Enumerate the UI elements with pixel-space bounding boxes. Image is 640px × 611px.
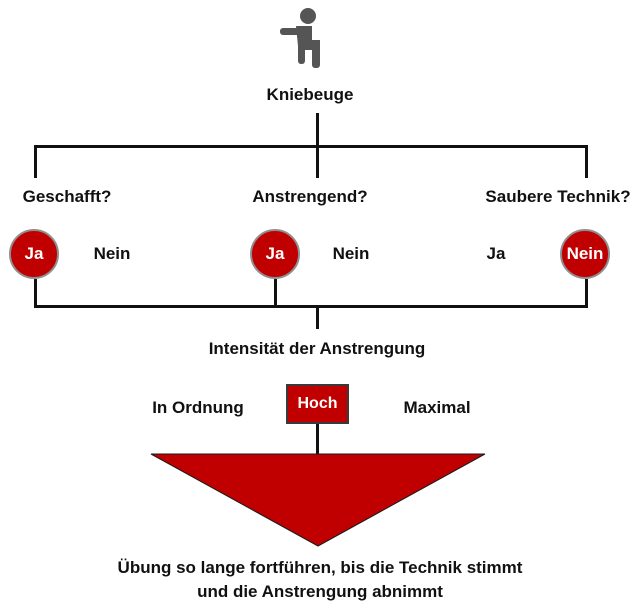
answer-nein: Nein <box>332 244 370 263</box>
funnel-triangle <box>150 453 486 547</box>
answer-ja-selected: Ja <box>250 229 300 279</box>
branch-middle-drop <box>316 145 319 178</box>
bottom-bracket-bar <box>34 305 588 308</box>
question-geschafft: Geschafft? <box>22 187 112 206</box>
branch-right-drop <box>585 145 588 178</box>
question-technik: Saubere Technik? <box>485 187 631 206</box>
answer-nein-selected: Nein <box>560 229 610 279</box>
funnel-stem <box>316 424 319 456</box>
squat-person-icon <box>280 8 320 68</box>
answer-ja-selected: Ja <box>9 229 59 279</box>
question-anstrengend: Anstrengend? <box>252 187 368 206</box>
root-label: Kniebeuge <box>266 85 354 104</box>
answer-nein: Nein <box>93 244 131 263</box>
intensity-option-hoch-selected: Hoch <box>286 384 349 424</box>
root-stem <box>316 113 319 146</box>
intensity-option-maximal: Maximal <box>403 398 471 417</box>
top-branch-bar <box>34 145 588 148</box>
bracket-left-drop <box>34 279 37 307</box>
intensity-option-in-ordnung: In Ordnung <box>152 398 244 417</box>
branch-left-drop <box>34 145 37 178</box>
footer-line-1: Übung so lange fortführen, bis die Techn… <box>117 558 523 577</box>
intensity-stem <box>316 307 319 329</box>
bracket-right-drop <box>585 279 588 307</box>
answer-ja: Ja <box>486 244 506 263</box>
bracket-middle-drop <box>274 279 277 307</box>
footer-line-2: und die Anstrengung abnimmt <box>197 582 443 601</box>
intensity-label: Intensität der Anstrengung <box>208 339 426 358</box>
